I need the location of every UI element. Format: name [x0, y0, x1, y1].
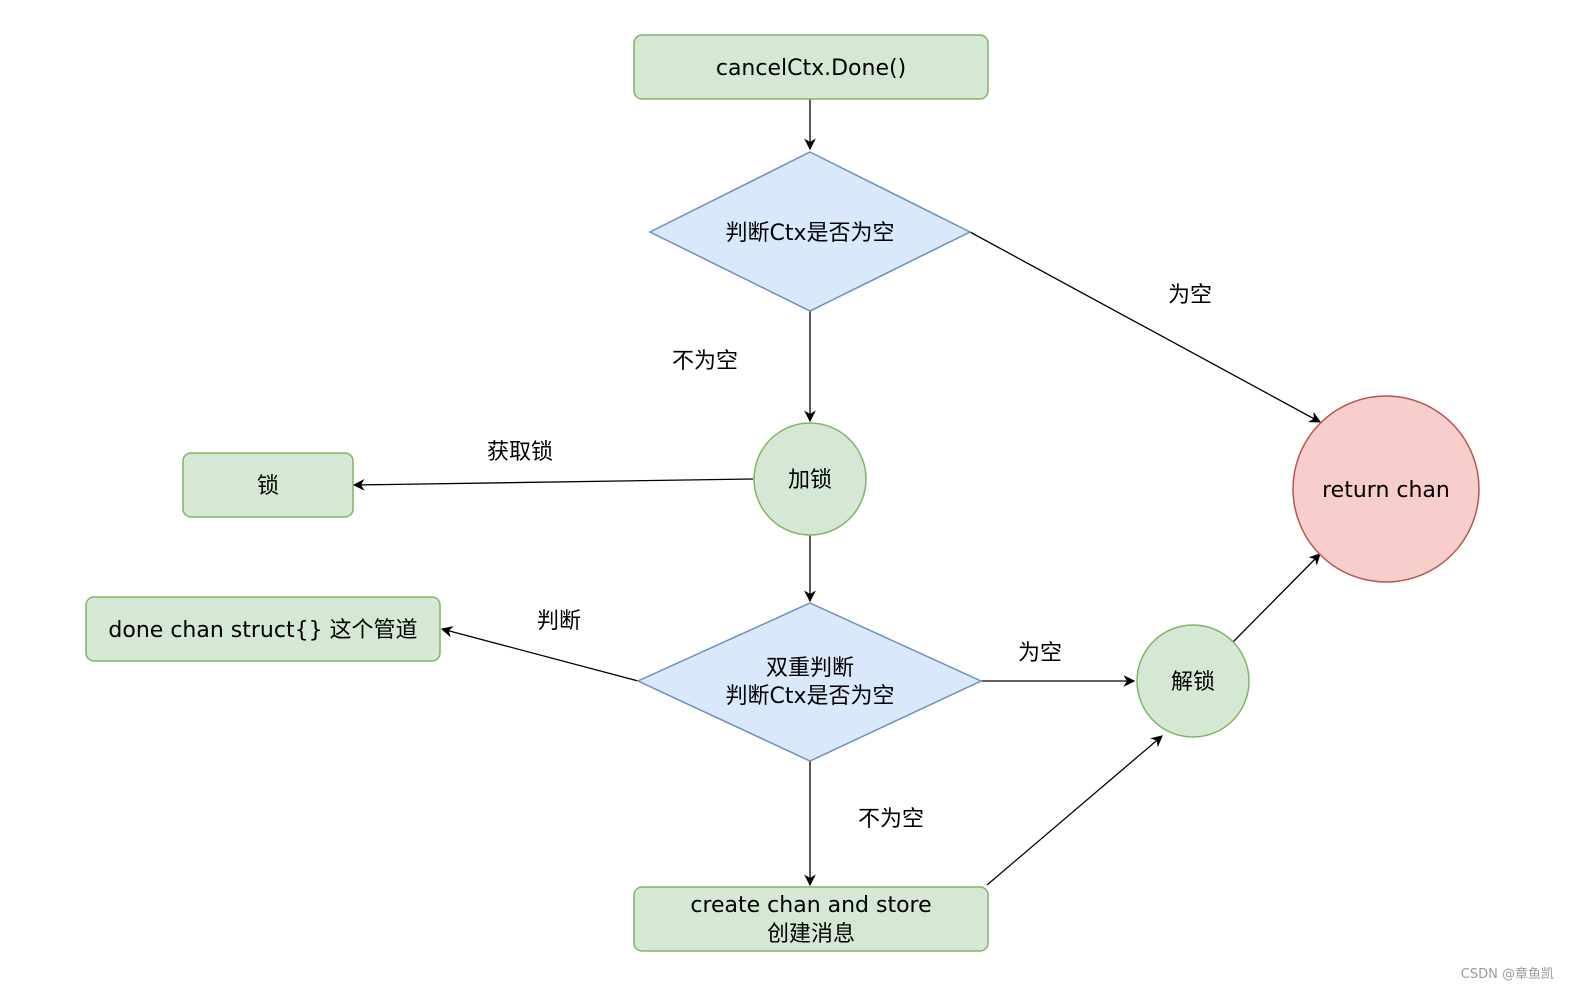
unlock-node-label: 解锁: [1171, 670, 1215, 695]
double-check-decision: [636, 602, 983, 762]
edge-check-to-return: [969, 231, 1322, 423]
start-node: [633, 34, 989, 100]
done-chan-label: done chan struct{} 这个管道: [108, 618, 417, 643]
lock-node-label: 加锁: [788, 468, 832, 493]
double-check-label-line2: 判断Ctx是否为空: [725, 684, 894, 709]
edge-label-check-empty: 为空: [1168, 283, 1212, 308]
edge-label-double-not-empty: 不为空: [858, 807, 924, 832]
check-ctx-label: 判断Ctx是否为空: [725, 221, 894, 246]
edge-unlock-to-return: [1232, 553, 1321, 643]
check-ctx-decision: [648, 151, 972, 312]
start-node-label: cancelCtx.Done(): [716, 56, 906, 81]
done-chan-node: [85, 596, 441, 662]
unlock-node: [1136, 624, 1250, 738]
return-node-label: return chan: [1322, 478, 1450, 503]
edge-create-to-unlock: [986, 735, 1163, 886]
create-chan-node: [633, 886, 989, 952]
edge-label-judge: 判断: [537, 609, 581, 634]
create-chan-label-line2: 创建消息: [767, 922, 855, 947]
edge-label-check-not-empty: 不为空: [672, 349, 738, 374]
double-check-label-line1: 双重判断: [766, 656, 854, 681]
create-chan-label-line1: create chan and store: [690, 893, 931, 918]
lock-target-label: 锁: [257, 474, 279, 499]
edge-label-acquire-lock: 获取锁: [487, 440, 553, 465]
edge-double-check-to-done-chan: [440, 626, 639, 682]
lock-target-node: [182, 452, 354, 518]
watermark: CSDN @章鱼凯: [1460, 967, 1554, 982]
return-node: [1292, 395, 1480, 583]
edge-lock-to-lock-target: [352, 478, 754, 491]
lock-node: [753, 422, 867, 536]
edge-label-double-empty: 为空: [1018, 641, 1062, 666]
